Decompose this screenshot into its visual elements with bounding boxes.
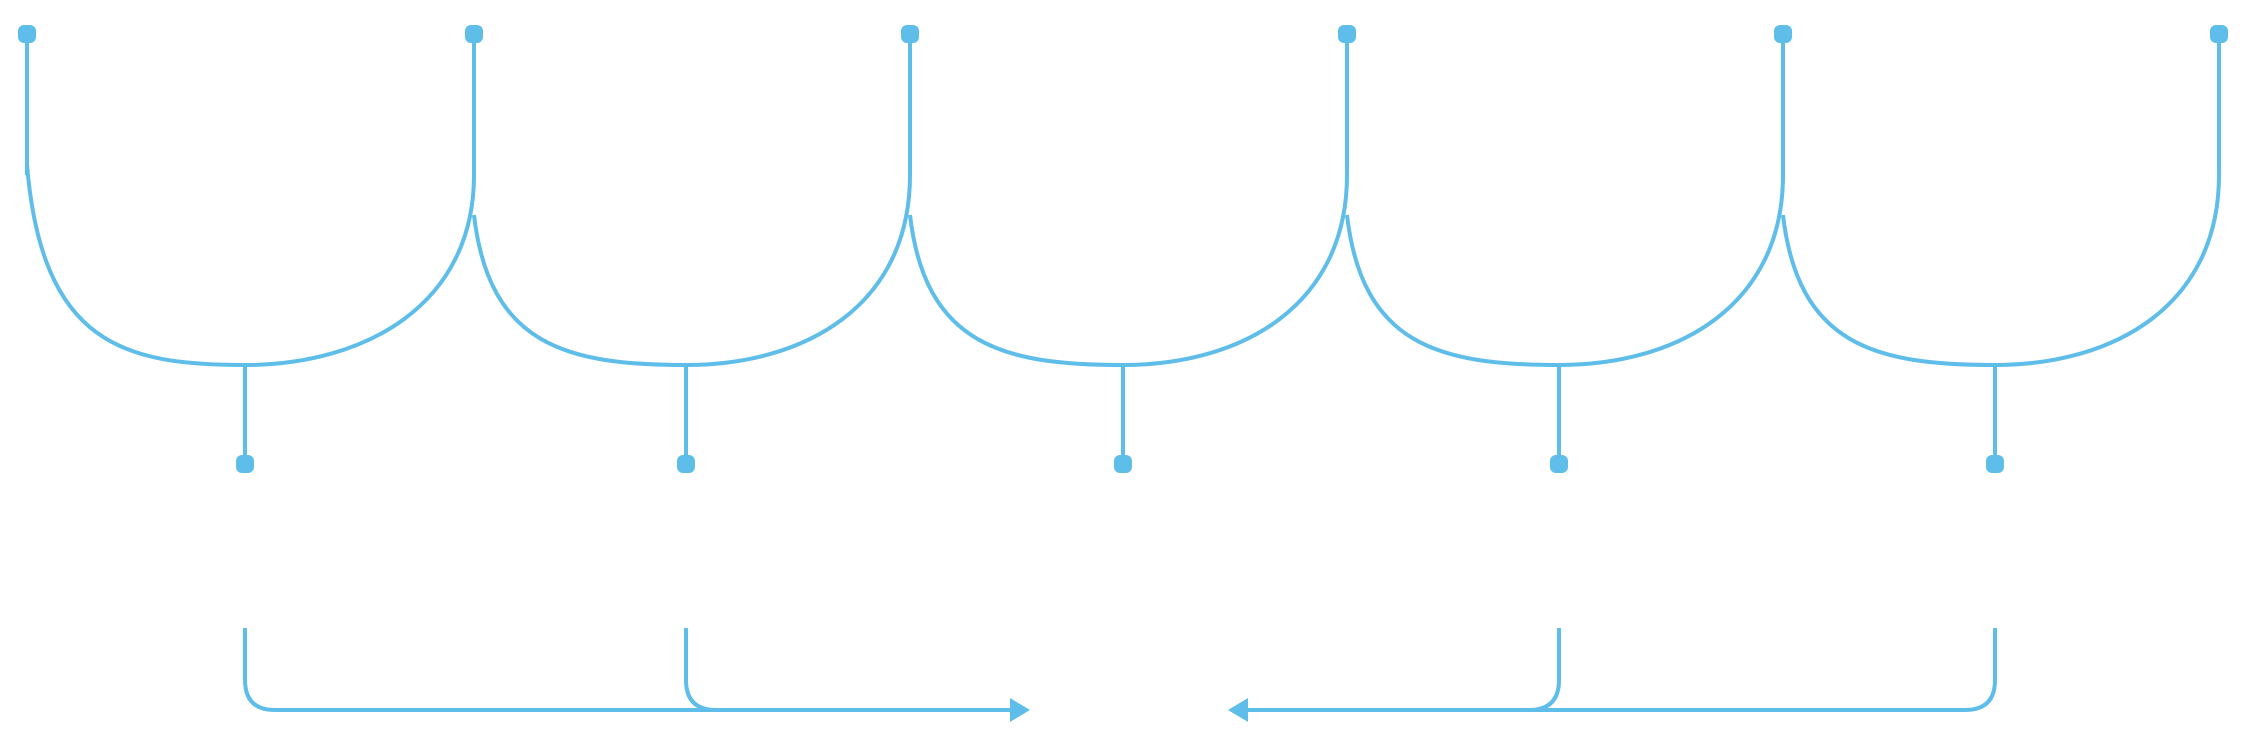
merge-node-3 [1114, 455, 1132, 473]
arrow-line-right-2 [684, 628, 717, 712]
arrowhead-right [1010, 698, 1030, 722]
branch-left-4 [1345, 214, 1560, 367]
top-node-4 [1338, 25, 1356, 43]
branch-left-1 [25, 164, 246, 367]
top-node-3 [901, 25, 919, 43]
branch-left-2 [472, 214, 687, 367]
arrow-line-left-1 [1248, 628, 1997, 712]
top-node-1 [18, 25, 36, 43]
branch-left-5 [1781, 214, 1996, 367]
branch-right-3 [1122, 174, 1349, 367]
merge-node-5 [1986, 455, 2004, 473]
merge-node-4 [1550, 455, 1568, 473]
top-node-6 [2210, 25, 2228, 43]
merge-node-1 [236, 455, 254, 473]
top-node-5 [1774, 25, 1792, 43]
branch-right-1 [244, 174, 476, 367]
branch-right-2 [685, 174, 912, 367]
merge-node-2 [677, 455, 695, 473]
arrow-line-right-1 [243, 628, 1010, 712]
branch-right-5 [1994, 174, 2221, 367]
top-node-2 [465, 25, 483, 43]
branch-right-4 [1558, 174, 1785, 367]
arrowhead-left [1228, 698, 1248, 722]
arrow-line-left-2 [1528, 628, 1561, 712]
branch-left-3 [908, 214, 1124, 367]
